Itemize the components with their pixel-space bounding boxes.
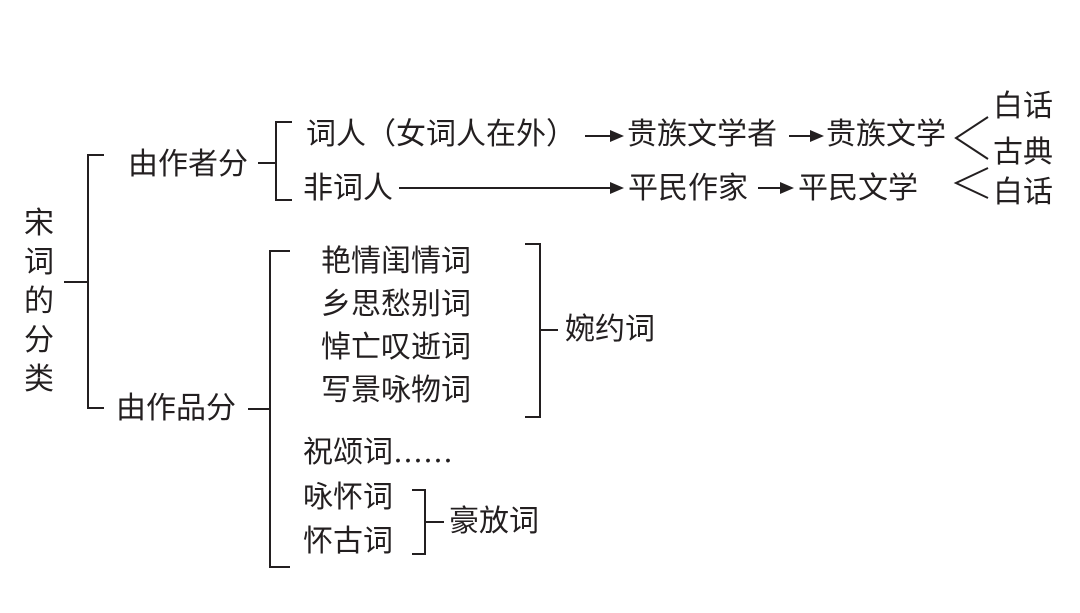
wanyue-item: 写景咏物词 [321,373,471,408]
root-brace [87,154,104,409]
style-baihua-1: 白话 [993,89,1053,124]
non-poet-step2: 平民文学 [798,171,918,206]
other-item: 祝颂词…… [303,435,453,470]
arrow-1-head [610,130,624,142]
poet-step1: 贵族文学者 [627,117,777,152]
wanyue-item: 乡思愁别词 [321,287,471,322]
wanyue-bracket [525,243,541,418]
poet-step2: 贵族文学 [826,117,946,152]
arrow-2-head [810,130,824,142]
root-title: 宋词的分类 [24,206,54,397]
arrow-4-head [780,182,794,194]
author-brace [275,121,292,201]
work-brace [269,250,290,568]
haofang-bracket [412,489,426,555]
poet-label: 词人（女词人在外） [306,117,576,152]
haofang-label: 豪放词 [449,504,539,539]
haofang-item: 咏怀词 [303,480,393,515]
split-upper [954,116,989,160]
haofang-item: 怀古词 [303,524,393,559]
by-author-label: 由作者分 [128,147,248,182]
split-lower [953,167,989,199]
wanyue-item: 艳情闺情词 [321,244,471,279]
wanyue-label: 婉约词 [565,312,655,347]
non-poet-step1: 平民作家 [628,171,748,206]
non-poet-label: 非词人 [303,171,393,206]
arrow-3-head [610,182,624,194]
style-gudian: 古典 [993,135,1053,170]
wanyue-item: 悼亡叹逝词 [321,330,471,365]
style-baihua-2: 白话 [993,175,1053,210]
by-work-label: 由作品分 [116,391,236,426]
